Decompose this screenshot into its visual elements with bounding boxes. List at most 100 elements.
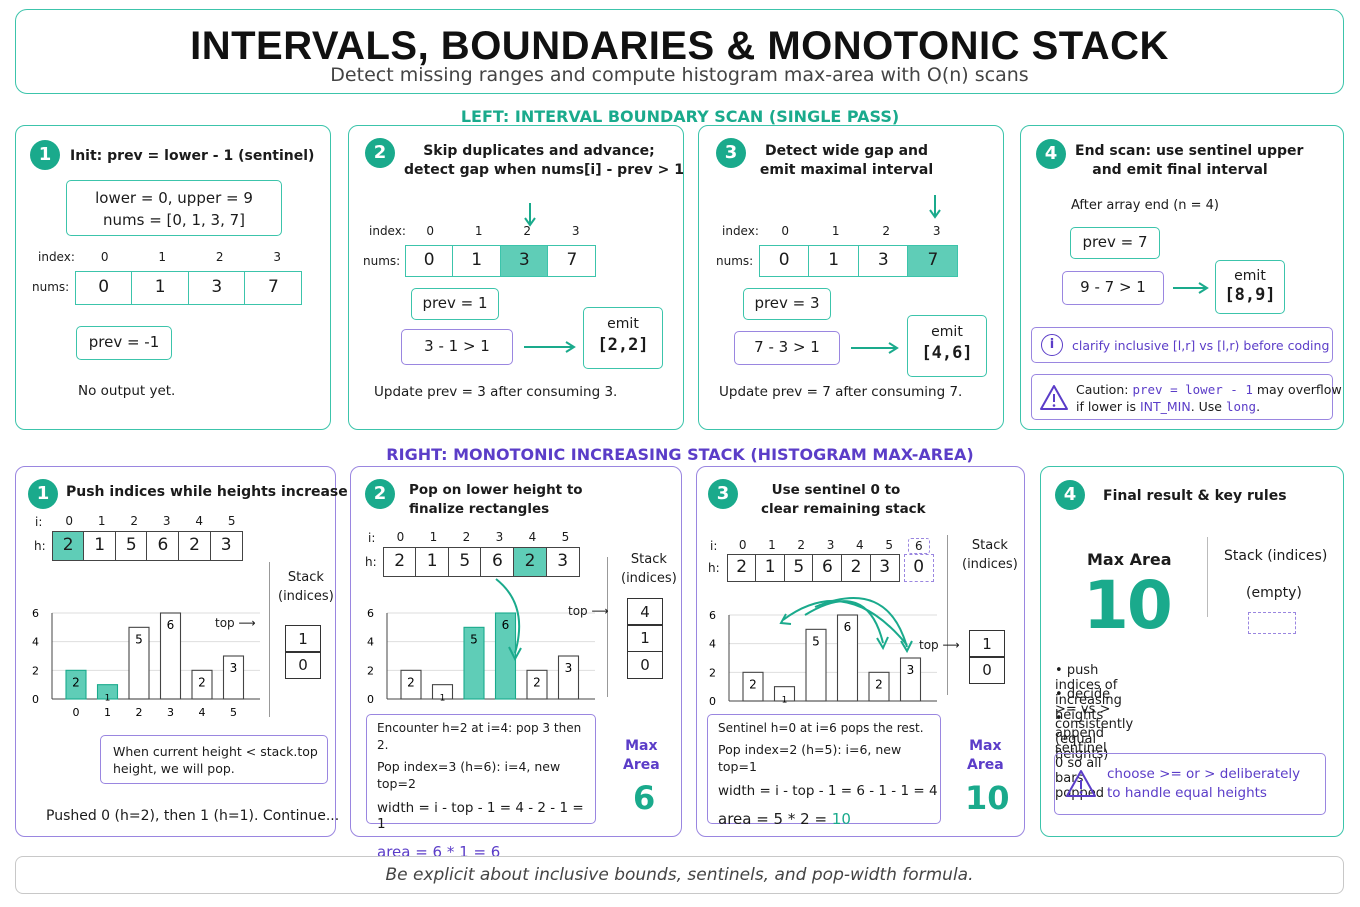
init-values-box: lower = 0, upper = 9 nums = [0, 1, 3, 7] xyxy=(66,180,282,236)
gap-condition-box: 9 - 7 > 1 xyxy=(1062,271,1164,305)
divider xyxy=(269,562,270,717)
nums-label: nums: xyxy=(363,254,401,268)
max-area-value: 10 xyxy=(965,779,1010,817)
bar-value-label: 1 xyxy=(782,696,788,706)
stack-entry: 4 xyxy=(627,597,663,626)
stack-entry: 1 xyxy=(969,629,1005,658)
h-label: h: xyxy=(365,555,377,569)
index-label: 5 xyxy=(227,514,236,528)
histogram-bar xyxy=(899,657,922,702)
max-area-label: Max Area xyxy=(1087,550,1172,569)
h-label: h: xyxy=(34,539,46,553)
step-number-badge: 3 xyxy=(716,138,746,168)
y-tick-label: 4 xyxy=(367,636,374,649)
stack-entry: 1 xyxy=(627,624,663,653)
encounter-text: Encounter h=2 at i=4: pop 3 then 2. xyxy=(377,721,582,752)
index-label: 4 xyxy=(195,514,204,528)
left-step-1-card: 1 Init: prev = lower - 1 (sentinel) lowe… xyxy=(15,125,331,430)
right-step-4-card: 4 Final result & key rules Max Area 10 S… xyxy=(1040,466,1344,837)
index-label: 5 xyxy=(885,538,893,552)
max-area-label: Max Area xyxy=(623,738,660,773)
histogram-bar xyxy=(431,684,454,700)
pushed-note: Pushed 0 (h=2), then 1 (h=1). Continue..… xyxy=(46,808,340,824)
emit-label: emit xyxy=(1234,268,1266,284)
x-tick-label: 1 xyxy=(104,706,111,719)
i-label: i: xyxy=(710,539,718,553)
step-note: Update prev = 7 after consuming 7. xyxy=(719,384,963,400)
y-tick-label: 2 xyxy=(709,666,716,679)
stack-label: Stack (indices) xyxy=(1224,548,1328,564)
prev-box: prev = -1 xyxy=(76,326,172,360)
bar-value-label: 6 xyxy=(502,618,510,632)
emit-box: emit [2,2] xyxy=(583,307,663,369)
index-label: 3 xyxy=(932,224,941,238)
histogram-bar xyxy=(96,684,119,700)
i-label: i: xyxy=(368,531,376,545)
empty-stack xyxy=(1248,612,1296,634)
pop-detail-box: Encounter h=2 at i=4: pop 3 then 2. Pop … xyxy=(366,714,596,861)
array-cell: 7 xyxy=(547,245,597,277)
array-cell: 3 xyxy=(209,531,243,561)
array-cell: 1 xyxy=(83,531,117,561)
x-tick-label: 4 xyxy=(199,706,206,719)
pointer-arrow-icon xyxy=(929,195,941,219)
array-cell: 1 xyxy=(452,245,502,277)
top-pointer: top ⟶ xyxy=(215,616,256,630)
index-label: 2 xyxy=(882,224,891,238)
y-tick-label: 0 xyxy=(367,693,374,706)
stack-entry: 0 xyxy=(627,650,663,679)
histogram-bar xyxy=(159,612,182,700)
histogram-bar xyxy=(773,686,796,702)
stack-entry: 0 xyxy=(969,656,1005,685)
width-formula: width = i - top - 1 = 4 - 2 - 1 = 1 xyxy=(377,800,584,832)
warning-icon xyxy=(1066,770,1096,797)
bounds-text: lower = 0, upper = 9 xyxy=(95,189,253,207)
prev-box: prev = 7 xyxy=(1070,227,1160,259)
stack-label: Stack (indices) xyxy=(962,538,1018,572)
top-pointer: top ⟶ xyxy=(919,638,960,652)
prev-box: prev = 1 xyxy=(411,288,499,320)
stack-label: Stack (indices) xyxy=(278,570,334,604)
histogram-bar xyxy=(836,614,859,702)
max-area-value: 10 xyxy=(1083,567,1173,644)
right-step-1-card: 1 Push indices while heights increase i:… xyxy=(15,466,348,837)
array-cell: 1 xyxy=(808,245,860,277)
step-title: Final result & key rules xyxy=(1103,488,1287,504)
index-label: 3 xyxy=(162,514,171,528)
bar-value-label: 2 xyxy=(749,677,757,691)
index-label: index: xyxy=(369,224,406,238)
y-tick-label: 6 xyxy=(32,607,39,620)
bar-value-label: 2 xyxy=(198,675,206,689)
histogram-bar xyxy=(222,655,245,700)
gap-condition-box: 3 - 1 > 1 xyxy=(401,329,513,365)
y-tick-label: 6 xyxy=(367,607,374,620)
nums-text: nums = [0, 1, 3, 7] xyxy=(102,211,246,229)
x-tick-label: 3 xyxy=(167,706,174,719)
bar-value-label: 6 xyxy=(844,620,852,634)
h-label: h: xyxy=(708,561,720,575)
array-cell: 7 xyxy=(244,271,303,305)
footer-note: Be explicit about inclusive bounds, sent… xyxy=(15,856,1344,894)
step-number-badge: 2 xyxy=(365,479,395,509)
histogram-bar xyxy=(526,669,548,700)
warning-box: choose >= or > deliberately to handle eq… xyxy=(1054,753,1326,815)
index-label: 0 xyxy=(65,514,74,528)
top-pointer: top ⟶ xyxy=(568,604,609,618)
divider xyxy=(607,557,608,697)
y-tick-label: 4 xyxy=(32,636,39,649)
index-label: 4 xyxy=(856,538,864,552)
index-label: 1 xyxy=(831,224,840,238)
left-step-4-card: 4 End scan: use sentinel upper and emit … xyxy=(1020,125,1344,430)
left-step-2-card: 2 Skip duplicates and advance; detect ga… xyxy=(348,125,684,430)
array-cell: 3 xyxy=(499,245,549,277)
right-step-2-card: 2 Pop on lower height to finalize rectan… xyxy=(350,466,682,861)
index-label: 2 xyxy=(462,530,471,544)
bar-value-label: 2 xyxy=(875,677,883,691)
emit-arrow-icon xyxy=(1173,282,1209,294)
index-label: 3 xyxy=(571,224,580,238)
